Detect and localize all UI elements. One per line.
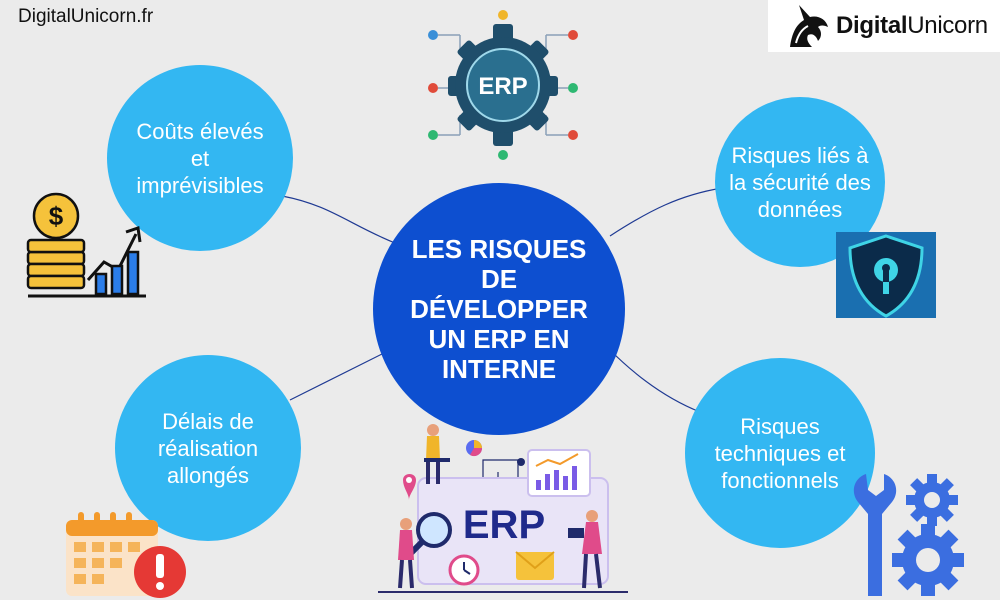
coin-growth-chart-icon: $ [26, 192, 146, 298]
risk-label-technical: Risques techniques et fonctionnels [714, 413, 846, 493]
connector-top-left [281, 195, 396, 244]
erp-gear-icon: ERP [428, 10, 578, 160]
risk-label-security: Risques liés à la sécurité des données [729, 142, 871, 222]
logo-text: DigitalUnicorn [836, 12, 988, 40]
erp-team-illustration: ERP [378, 424, 628, 593]
site-label: DigitalUnicorn.fr [18, 6, 154, 27]
connector-bottom-right [609, 349, 701, 413]
brand-logo: DigitalUnicorn [768, 0, 1000, 52]
security-shield-icon [836, 232, 936, 318]
central-topic-circle: LES RISQUES DE DÉVELOPPER UN ERP EN INTE… [373, 183, 625, 435]
risk-label-costs: Coûts élevés et imprévisibles [136, 118, 264, 198]
connector-top-right [609, 187, 723, 237]
erp-gear-label: ERP [478, 73, 527, 100]
risk-circle-technical: Risques techniques et fonctionnels [685, 358, 875, 548]
risk-label-delays: Délais de réalisation allongés [157, 408, 259, 488]
erp-board-label: ERP [463, 503, 545, 547]
risk-circle-delays: Délais de réalisation allongés [115, 355, 301, 541]
central-topic-title: LES RISQUES DE DÉVELOPPER UN ERP EN INTE… [410, 234, 588, 384]
unicorn-icon [790, 5, 828, 47]
risk-circle-costs: Coûts élevés et imprévisibles [107, 65, 293, 251]
logo-bold: Digital [836, 12, 908, 39]
wrench-gears-icon [853, 474, 964, 596]
logo-regular: Unicorn [907, 12, 988, 39]
connector-bottom-left [289, 349, 391, 401]
svg-text:$: $ [49, 201, 64, 231]
calendar-warning-icon [66, 512, 186, 598]
